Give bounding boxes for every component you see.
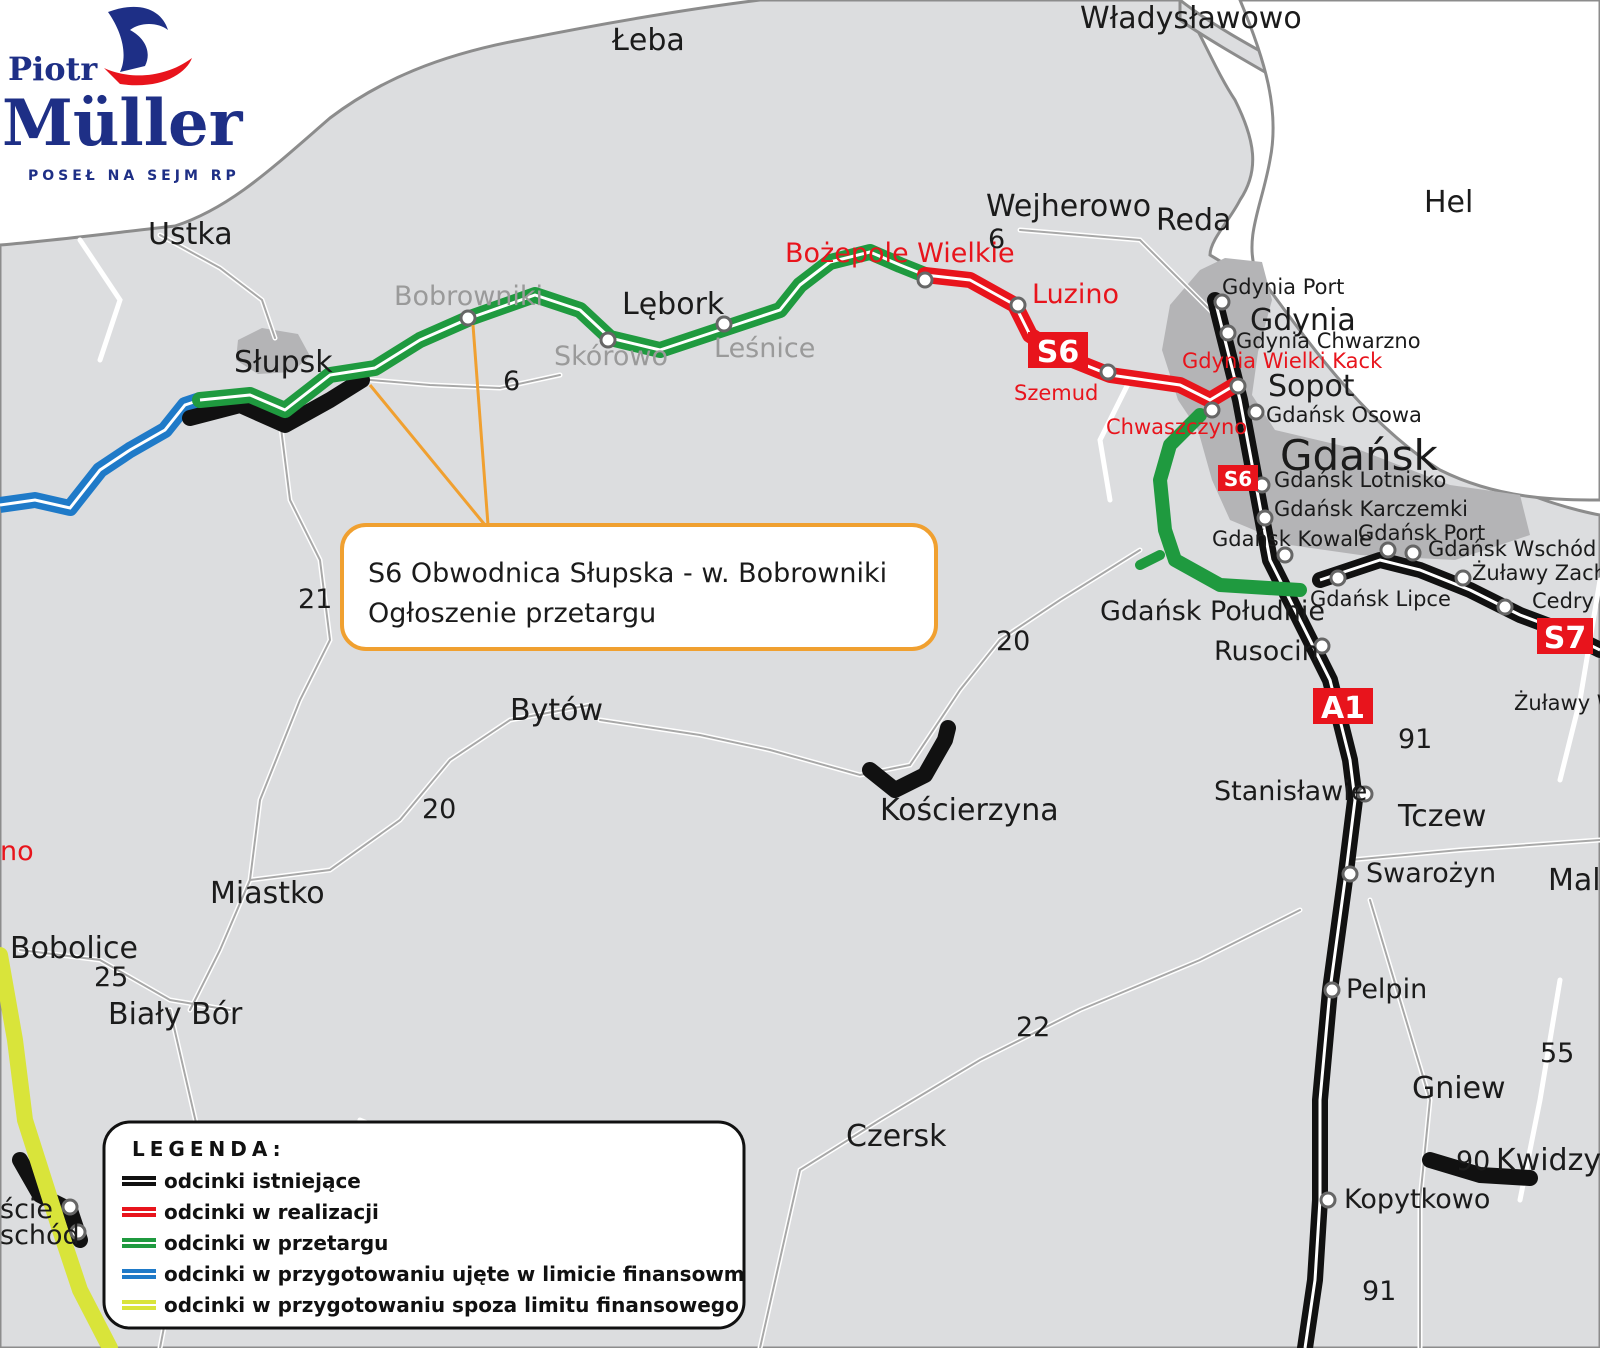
logo-last-name: Müller — [2, 86, 244, 161]
label-ustka: Ustka — [148, 217, 233, 252]
road-number-55: 55 — [1540, 1038, 1574, 1069]
label-chwaszczyno: Chwaszczyno — [1106, 415, 1247, 439]
label-gdansk-karczemki: Gdańsk Karczemki — [1274, 497, 1468, 521]
label-koscierzyna: Kościerzyna — [880, 793, 1059, 828]
label-gdynia: Gdynia — [1250, 303, 1356, 338]
label-bytow: Bytów — [510, 693, 603, 728]
gdansk-bay-coast — [1238, 0, 1600, 502]
legend-item-label: odcinki w przygotowaniu spoza limitu fin… — [164, 1293, 739, 1317]
label-gdansk-lipce: Gdańsk Lipce — [1310, 587, 1451, 611]
label-swarozyn: Swarożyn — [1366, 858, 1496, 889]
label-luzino: Luzino — [1032, 279, 1119, 310]
label-bozepole: Bożepole Wielkie — [785, 238, 1015, 269]
svg-text:A1: A1 — [1321, 691, 1365, 726]
label-gdansk-lotnisko: Gdańsk Lotnisko — [1274, 468, 1446, 492]
callout-line2: Ogłoszenie przetargu — [368, 598, 656, 629]
road-number-25: 25 — [94, 962, 128, 993]
logo: Piotr Müller POSEŁ NA SEJM RP — [2, 6, 244, 184]
shield-a1: A1 — [1313, 688, 1373, 726]
label-rusocin: Rusocin — [1214, 636, 1319, 667]
label-leba: Łeba — [611, 23, 685, 58]
road-number-90: 90 — [1456, 1146, 1490, 1177]
label-miastko: Miastko — [210, 876, 325, 911]
legend-item-label: odcinki w przetargu — [164, 1231, 388, 1255]
callout-box — [340, 523, 938, 651]
logo-first-name: Piotr — [8, 50, 98, 88]
label-left-schod: schód — [0, 1220, 80, 1251]
legend-item-label: odcinki w realizacji — [164, 1200, 379, 1224]
road-number-21: 21 — [298, 584, 332, 615]
label-gdynia-wielki-kack: Gdynia Wielki Kack — [1182, 349, 1383, 373]
legend-item-label: odcinki w przygotowaniu ujęte w limicie … — [164, 1262, 745, 1286]
label-gdansk-port: Gdańsk Port — [1358, 521, 1485, 545]
road-green-gdansk — [1153, 408, 1307, 597]
label-wladyslawowo: Władysławowo — [1080, 1, 1302, 36]
label-mal: Mal — [1548, 863, 1600, 898]
svg-text:S6: S6 — [1224, 467, 1252, 491]
label-gdansk-wschod: Gdańsk Wschód — [1428, 537, 1596, 561]
label-gdansk-osowa: Gdańsk Osowa — [1266, 403, 1422, 427]
label-gdansk: Gdańsk — [1280, 431, 1438, 480]
label-cedry: Cedry M — [1532, 589, 1600, 613]
label-gdynia-port: Gdynia Port — [1222, 275, 1344, 299]
legend-title: LEGENDA: — [132, 1137, 286, 1161]
callout-leaders — [368, 324, 490, 526]
road-number-91-south: 91 — [1362, 1276, 1396, 1307]
callout-line1: S6 Obwodnica Słupska - w. Bobrowniki — [368, 558, 887, 589]
label-sopot: Sopot — [1268, 369, 1355, 404]
svg-text:S6: S6 — [1037, 335, 1079, 370]
svg-text:S7: S7 — [1544, 621, 1586, 656]
label-tczew: Tczew — [1397, 799, 1486, 834]
label-kopytkowo: Kopytkowo — [1344, 1184, 1490, 1215]
label-lebork: Lębork — [622, 287, 725, 322]
label-szemud: Szemud — [1014, 381, 1098, 405]
road-number-20-koscierzyna: 20 — [996, 626, 1030, 657]
label-wejherowo: Wejherowo — [986, 189, 1151, 224]
label-stanislawie: Stanisławie — [1214, 776, 1367, 807]
logo-sail-icon — [108, 6, 168, 72]
junction-markers — [61, 271, 1514, 1241]
label-left-red: no — [0, 836, 34, 867]
label-left-scie: ście — [0, 1194, 53, 1225]
shield-s7: S7 — [1537, 618, 1593, 656]
legend-box — [102, 1120, 746, 1330]
road-number-20-bytow: 20 — [422, 794, 456, 825]
label-pelpin: Pelpin — [1346, 974, 1427, 1005]
road-number-6-wejherowo: 6 — [988, 224, 1005, 255]
label-skorowo: Skórowo — [554, 341, 668, 372]
label-slupsk: Słupsk — [234, 345, 333, 380]
label-bobolice: Bobolice — [10, 931, 138, 966]
logo-subtitle: POSEŁ NA SEJM RP — [28, 168, 240, 184]
minor-roads-edge — [19, 229, 1600, 1348]
road-yellow-unfunded — [0, 947, 118, 1348]
label-gniew: Gniew — [1412, 1071, 1506, 1106]
label-lesnice: Leśnice — [714, 333, 815, 364]
road-number-6-slupsk: 6 — [503, 366, 520, 397]
shield-s6-main: S6 — [1028, 332, 1088, 370]
slupsk-urban — [236, 328, 310, 374]
shield-s6-small: S6 — [1218, 465, 1258, 491]
label-hel: Hel — [1424, 185, 1473, 220]
label-gdansk-kowale: Gdańsk Kowale — [1212, 527, 1372, 551]
label-zulawy-zachod: Żuławy Zachód — [1472, 560, 1600, 585]
label-reda: Reda — [1156, 203, 1231, 238]
label-bobrowniki: Bobrowniki — [394, 281, 543, 312]
road-number-91-north: 91 — [1398, 724, 1432, 755]
legend: LEGENDA: odcinki istniejące odcinki w rea… — [102, 1120, 746, 1330]
road-number-22: 22 — [1016, 1012, 1050, 1043]
label-kwidzyn: Kwidzy — [1496, 1143, 1600, 1178]
label-zulawy-w: Żuławy W — [1514, 690, 1600, 715]
label-czersk: Czersk — [846, 1119, 947, 1154]
legend-items: odcinki istniejące odcinki w realizacji od… — [122, 1169, 745, 1317]
logo-wave-icon — [104, 58, 192, 86]
label-gdynia-chwarzno: Gdynia Chwarzno — [1236, 329, 1421, 353]
label-bialy-bor: Biały Bór — [108, 997, 243, 1032]
label-gdansk-poludnie: Gdańsk Południe — [1100, 596, 1325, 627]
legend-item-label: odcinki istniejące — [164, 1169, 361, 1193]
